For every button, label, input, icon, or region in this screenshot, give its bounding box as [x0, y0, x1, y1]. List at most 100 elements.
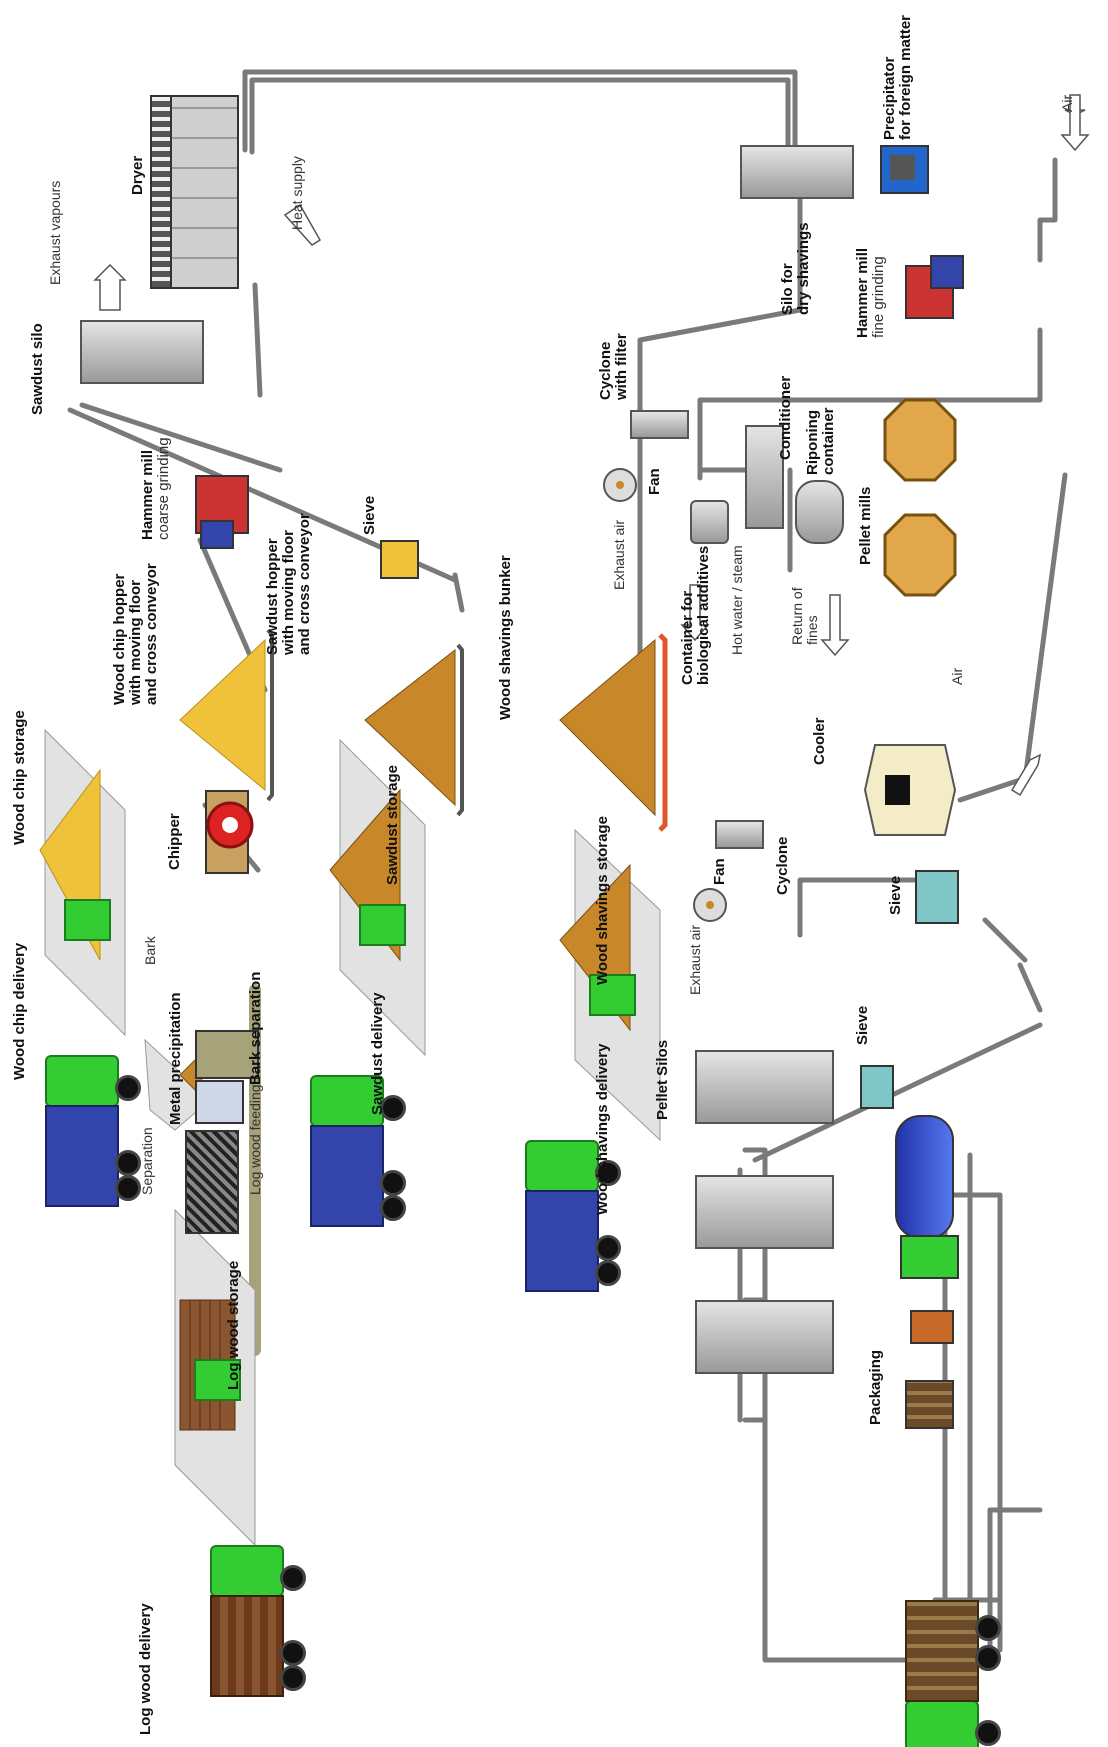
label-fan-top: Fan	[646, 468, 663, 495]
label-sawdust-hopper-line2: with moving floor	[279, 530, 297, 655]
heat-supply-arrow	[283, 203, 322, 246]
air-top-arrow	[1060, 94, 1090, 152]
label-sawdust-silo: Sawdust silo	[29, 323, 46, 415]
label-hammer-mill-coarse-line2: coarse grinding	[154, 437, 172, 540]
label-sieve-mid: Sieve	[887, 875, 904, 915]
label-hammer-mill-fine-line2: fine grinding	[869, 256, 887, 338]
label-log-wood-delivery: Log wood delivery	[137, 1603, 154, 1735]
exhaust-air-top-arrow	[680, 584, 710, 642]
wood-chip-truck	[45, 1055, 145, 1207]
label-sawdust-delivery: Sawdust delivery	[369, 992, 386, 1115]
dryer-heater	[150, 95, 172, 289]
log-wood-truck	[210, 1545, 310, 1697]
label-return-fines-line2: fines	[803, 615, 820, 645]
label-air-cooler: Air	[949, 667, 965, 685]
label-pellet-mills: Pellet mills	[857, 486, 874, 565]
label-sieve-bottom: Sieve	[854, 1005, 871, 1045]
metal-precipitation-unit	[195, 1080, 244, 1124]
cyclone-bottom-body	[715, 820, 764, 849]
label-exhaust-air-top: Exhaust air	[611, 519, 627, 590]
label-cyclone: Cyclone	[774, 836, 791, 895]
label-return-fines-line1: Return of	[789, 587, 805, 645]
cooler-unit	[863, 744, 957, 836]
sawdust-truck	[310, 1075, 410, 1227]
label-sawdust-hopper-line1: Sawdust hopper	[264, 538, 281, 655]
label-wood-shavings-bunker: Wood shavings bunker	[497, 555, 514, 720]
pellet-silo-3	[695, 1300, 834, 1374]
fan-top-unit	[603, 468, 637, 502]
label-silo-dry-shavings-line2: dry shavings	[794, 222, 812, 315]
sawdust-hopper-pile	[364, 648, 456, 807]
pellet-transport-truck	[905, 1600, 1005, 1747]
label-sieve-top: Sieve	[361, 495, 378, 535]
cyclone-filter-body	[630, 410, 689, 439]
label-container-bio: Container for biological additives	[679, 545, 712, 685]
label-bark: Bark	[142, 936, 158, 965]
air-cooler-arrow	[1010, 753, 1042, 797]
hot-water-arrow	[820, 594, 850, 657]
bio-additive-container	[690, 500, 729, 544]
label-conditioner: Conditioner	[777, 375, 794, 460]
label-ripening: Riponing container	[804, 407, 837, 475]
label-dryer: Dryer	[129, 155, 146, 195]
label-chipper: Chipper	[166, 813, 183, 870]
pellet-tanker-cab	[900, 1235, 959, 1279]
chipper-wheel	[206, 801, 254, 849]
label-container-bio-line2: biological additives	[694, 545, 712, 685]
hammer-mill-coarse-body	[195, 475, 249, 534]
label-ripening-line1: Riponing	[804, 410, 821, 475]
label-air-top: Air	[1059, 94, 1075, 112]
exhaust-vapours-arrow	[93, 263, 127, 311]
label-silo-dry-shavings-line1: Silo for	[779, 263, 796, 315]
wood-shavings-truck	[525, 1140, 625, 1292]
label-exhaust-vapours: Exhaust vapours	[47, 180, 63, 285]
conditioner-body	[745, 425, 784, 529]
label-cyclone-filter-line2: with filter	[612, 333, 630, 400]
sieve-bottom-unit	[860, 1065, 894, 1109]
pellet-silo-1	[695, 1050, 834, 1124]
sawdust-silo-body	[80, 320, 204, 384]
fan-bottom-unit	[693, 888, 727, 922]
pellet-tanker	[895, 1115, 954, 1239]
label-wood-chip-storage: Wood chip storage	[11, 710, 28, 845]
label-container-bio-line1: Container for	[679, 590, 696, 685]
label-wood-chip-hopper-line2: with moving floor	[126, 580, 144, 705]
silo-dry-shavings-body	[740, 145, 854, 199]
label-sawdust-hopper-line3: and cross conveyor	[295, 513, 313, 655]
hammer-mill-fine-body	[905, 265, 954, 319]
label-wood-chip-hopper-line1: Wood chip hopper	[111, 573, 128, 705]
packaging-machine	[910, 1310, 954, 1344]
label-metal-precipitation: Metal precipitation	[167, 992, 184, 1125]
label-silo-dry-shavings: Silo for dry shavings	[779, 222, 812, 315]
label-hammer-mill-coarse-line1: Hammer mill	[139, 449, 156, 540]
label-precipitator-line1: Precipitator	[881, 56, 898, 140]
label-wood-shavings-storage: Wood shavings storage	[594, 816, 611, 985]
label-precipitator-line2: for foreign matter	[896, 14, 914, 140]
label-wood-shavings-delivery: Wood shavings delivery	[594, 1043, 611, 1215]
pellet-pallet	[905, 1380, 954, 1429]
ripening-container-body	[795, 480, 844, 544]
bunker-frame	[658, 633, 668, 832]
label-wood-chip-hopper: Wood chip hopper with moving floor and c…	[111, 563, 160, 705]
label-hot-water: Hot water / steam	[729, 545, 745, 655]
label-separation: Separation	[139, 1127, 155, 1195]
sieve-mid-unit	[915, 870, 959, 924]
separation-screen	[185, 1130, 239, 1234]
label-log-wood-feeding: Log wood feeding	[247, 1084, 263, 1195]
label-cyclone-filter: Cyclone with filter	[597, 333, 630, 400]
label-wood-chip-delivery: Wood chip delivery	[11, 942, 28, 1080]
hammer-mill-coarse-motor	[200, 520, 234, 549]
label-hammer-mill-fine: Hammer mill fine grinding	[854, 248, 887, 338]
bunker-pile	[559, 638, 656, 817]
label-hammer-mill-coarse: Hammer mill coarse grinding	[139, 437, 172, 540]
loaders	[64, 899, 636, 1401]
pellet-silo-2	[695, 1175, 834, 1249]
label-fan-bottom: Fan	[711, 858, 728, 885]
precipitator-unit	[880, 145, 929, 194]
label-exhaust-air-bottom: Exhaust air	[687, 924, 703, 995]
label-return-fines: Return of fines	[789, 587, 820, 645]
wood-chip-hopper-pile	[179, 638, 266, 792]
